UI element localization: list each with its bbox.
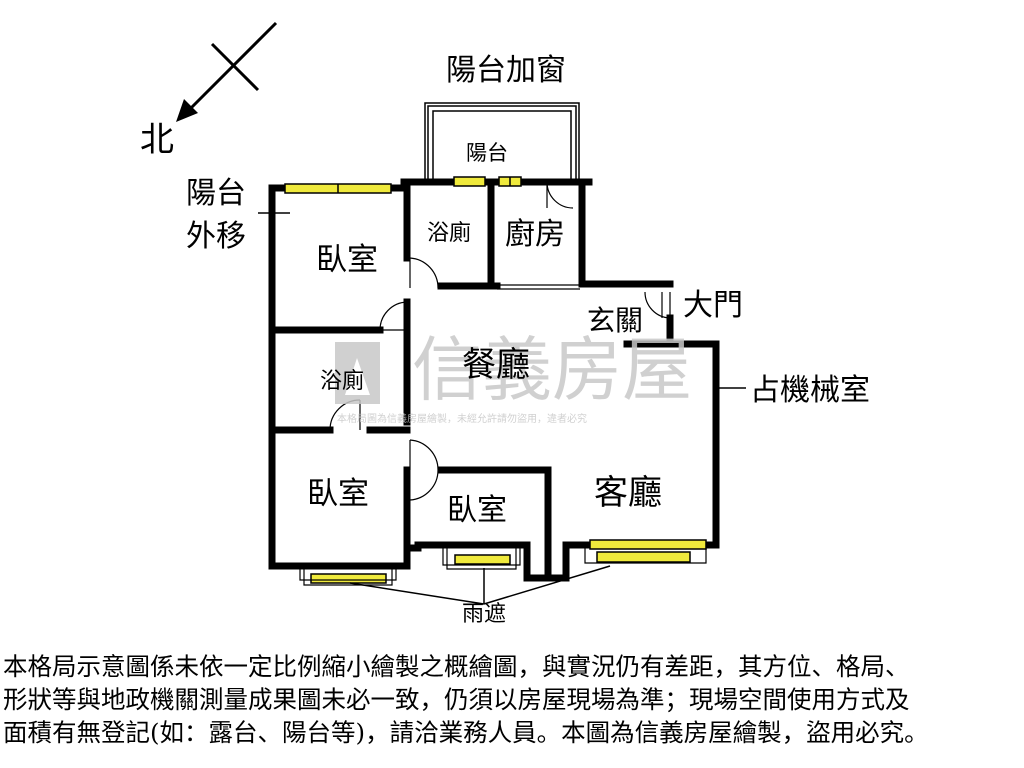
label-dining-room: 餐廳: [462, 345, 530, 385]
north-label: 北: [140, 120, 174, 160]
door-swing-bedroom-top: [379, 301, 408, 331]
label-kitchen: 廚房: [505, 217, 565, 252]
label-balcony-moved-1: 陽台: [186, 176, 246, 211]
label-awning: 雨遮: [462, 602, 506, 627]
leader-lines: [258, 212, 746, 605]
label-foyer: 玄關: [587, 304, 643, 337]
label-main-door: 大門: [683, 288, 743, 323]
compass: 北: [140, 21, 278, 160]
door-swing-main: [644, 291, 671, 319]
disclaimer-line-2: 形狀等與地政機關測量成果圖未必一致，仍須以房屋現場為準；現場空間使用方式及: [3, 685, 910, 714]
north-arrow-icon: [176, 99, 198, 122]
label-balcony-window: 陽台加窗: [446, 53, 566, 88]
label-bedroom-top: 臥室: [316, 242, 378, 278]
awnings: [299, 548, 707, 586]
window-living-1: [589, 539, 707, 550]
window-bedroom-left: [310, 573, 387, 584]
disclaimer-line-1: 本格局示意圖係未依一定比例縮小繪製之概繪圖，與實況仍有差距，其方位、格局、: [3, 652, 910, 681]
disclaimer-line-3: 面積有無登記(如：露台、陽台等)，請洽業務人員。本圖為信義房屋繪製，盜用必究。: [3, 718, 929, 747]
label-balcony-moved-2: 外移: [186, 219, 246, 254]
window-bath-top: [453, 176, 486, 187]
balcony-outline: [424, 102, 580, 180]
label-bedroom-small: 臥室: [447, 493, 507, 528]
door-swing-bath-top: [409, 257, 439, 289]
windows: [284, 176, 707, 584]
window-bedroom-small: [454, 554, 511, 565]
watermark-notice: 本格局圖為信義房屋繪製，未經允許請勿盜用，違者必究: [337, 412, 587, 425]
door-swing-bedroom-small: [409, 439, 439, 471]
label-bedroom-left: 臥室: [307, 476, 369, 512]
label-bathroom-top: 浴廁: [427, 221, 471, 246]
label-machine-room: 占機械室: [750, 373, 870, 408]
disclaimer: 本格局示意圖係未依一定比例縮小繪製之概繪圖，與實況仍有差距，其方位、格局、 形狀…: [3, 650, 1021, 749]
label-balcony: 陽台: [466, 141, 508, 165]
window-living-2: [596, 551, 691, 563]
room-labels: 陽台加窗 陽台 陽台 外移 浴廁 廚房 臥室 玄關 大門 餐廳 浴廁 占機械室 …: [186, 53, 870, 627]
door-openings: [329, 181, 671, 501]
watermark: 信義房屋 本格局圖為信義房屋繪製，未經允許請勿盜用，違者必究: [335, 329, 692, 425]
label-living-room: 客廳: [594, 473, 662, 513]
label-bathroom-mid: 浴廁: [320, 369, 364, 394]
floor-plan: 北: [140, 21, 870, 627]
door-swing-kitchen: [546, 181, 574, 209]
watermark-brand: 信義房屋: [412, 329, 692, 411]
